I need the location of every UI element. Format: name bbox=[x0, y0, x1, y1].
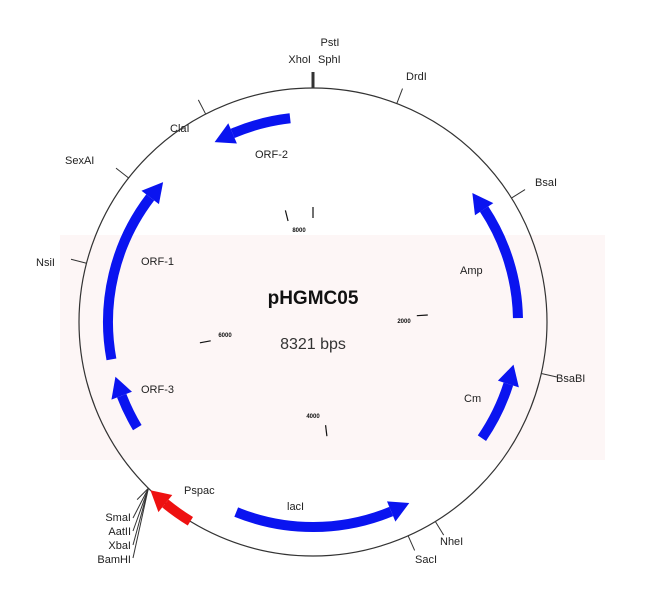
features bbox=[103, 113, 523, 532]
feature-arrowhead-orf-1 bbox=[141, 182, 164, 205]
site-label-xbai: XbaI bbox=[108, 540, 131, 552]
scale-label-6000: 6000 bbox=[218, 333, 232, 339]
site-label-bamhi: BamHI bbox=[97, 554, 131, 566]
site-label-xhoi: XhoI bbox=[288, 54, 311, 66]
plasmid-name: pHGMC05 bbox=[268, 288, 359, 309]
site-leader-line bbox=[132, 488, 149, 559]
site-label-saci: SacI bbox=[415, 554, 437, 566]
site-label-sphi: SphI bbox=[318, 54, 341, 66]
scale-tick-4000 bbox=[324, 425, 328, 437]
feature-label-orf3: ORF-3 bbox=[141, 384, 174, 396]
scale-label-2000: 2000 bbox=[397, 319, 411, 325]
feature-label-pspac: Pspac bbox=[184, 485, 215, 497]
scale-label-8000: 8000 bbox=[292, 228, 306, 234]
scale-tick-6000 bbox=[199, 340, 211, 344]
plasmid-size: 8321 bps bbox=[280, 336, 346, 353]
site-tick-clai bbox=[197, 99, 207, 115]
feature-arc-cm bbox=[477, 382, 514, 441]
feature-label-amp: Amp bbox=[460, 265, 483, 277]
feature-arc-orf-3 bbox=[117, 393, 142, 431]
site-label-nsii: NsiI bbox=[36, 257, 55, 269]
feature-arc-orf-2 bbox=[230, 113, 291, 139]
site-label-psti: PstI bbox=[321, 37, 340, 49]
site-tick-drdi bbox=[396, 88, 403, 104]
feature-label-laci: lacI bbox=[287, 501, 304, 513]
site-lines bbox=[70, 72, 557, 559]
feature-arrowhead-pspac bbox=[150, 490, 173, 513]
feature-arc-laci bbox=[234, 506, 394, 532]
feature-label-orf2: ORF-2 bbox=[255, 149, 288, 161]
site-tick-saci bbox=[407, 535, 416, 551]
feature-arrowhead-laci bbox=[387, 501, 410, 522]
site-leader-line bbox=[132, 488, 149, 519]
scale-tick-2000 bbox=[416, 314, 428, 317]
site-tick-bsabi bbox=[541, 372, 557, 378]
feature-arrowhead-orf-3 bbox=[111, 376, 132, 400]
site-label-sexai: SexAI bbox=[65, 155, 94, 167]
site-tick-smai bbox=[136, 487, 149, 501]
feature-arc-orf-1 bbox=[103, 194, 155, 361]
feature-arc-amp bbox=[479, 206, 523, 319]
feature-label-orf1: ORF-1 bbox=[141, 256, 174, 268]
feature-label-cm: Cm bbox=[464, 393, 481, 405]
scale-label-4000: 4000 bbox=[306, 414, 320, 420]
feature-arrowhead-cm bbox=[497, 364, 519, 388]
site-tick-nhei bbox=[434, 521, 445, 536]
site-label-clai: ClaI bbox=[170, 123, 190, 135]
feature-arrowhead-orf-2 bbox=[214, 123, 237, 144]
site-tick-bsai bbox=[511, 189, 526, 199]
scale-ticks bbox=[199, 207, 428, 437]
site-label-smai: SmaI bbox=[105, 512, 131, 524]
feature-arc-pspac bbox=[162, 499, 194, 526]
site-label-drdi: DrdI bbox=[406, 71, 427, 83]
site-label-aatii: AatII bbox=[108, 526, 131, 538]
site-leader-line bbox=[132, 488, 149, 532]
site-tick-sexai bbox=[115, 167, 129, 179]
scale-tick-8000 bbox=[284, 210, 289, 222]
site-label-bsabi: BsaBI bbox=[556, 373, 585, 385]
site-label-nhei: NheI bbox=[440, 536, 463, 548]
feature-arrowhead-amp bbox=[472, 193, 494, 216]
site-tick-nsii bbox=[70, 258, 87, 264]
site-label-bsai: BsaI bbox=[535, 177, 557, 189]
